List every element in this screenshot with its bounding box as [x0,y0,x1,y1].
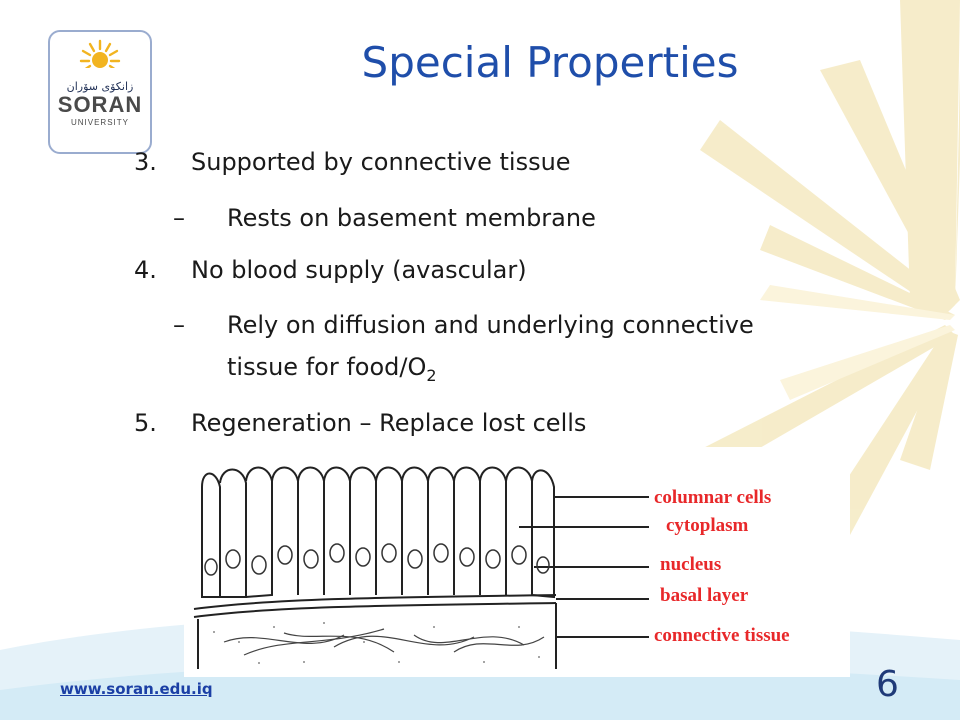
logo-subtitle: UNIVERSITY [70,118,129,127]
label-nucleus: nucleus [660,554,722,575]
subscript: 2 [426,365,437,385]
slide-title: Special Properties [361,38,739,87]
footer-url-link[interactable]: www.soran.edu.iq [60,680,213,698]
slide-number: 6 [876,664,899,705]
bullet-text: Regeneration – Replace lost cells [191,409,587,437]
bullet-number: 4. [134,256,157,284]
university-logo: زانكۆی سۆران SORAN UNIVERSITY [48,30,152,154]
label-columnar-cells: columnar cells [654,487,772,508]
bullet-text: tissue for food/O [227,353,427,381]
logo-name: SORAN [57,92,143,117]
label-connective-tissue: connective tissue [654,625,790,646]
epithelium-diagram: columnar cells cytoplasm nucleus basal l… [184,447,850,677]
bullet-text-continued: tissue for food/O2 [227,353,437,385]
sub-bullet-dash: – [173,204,185,232]
bullet-number: 3. [134,148,157,176]
bullet-number: 5. [134,409,157,437]
label-cytoplasm: cytoplasm [666,515,749,536]
sub-bullet-dash: – [173,311,185,339]
bullet-text: No blood supply (avascular) [191,256,527,284]
columnar-epithelium-drawing [193,466,649,669]
bullet-text: Rests on basement membrane [227,204,596,232]
bullet-text: Rely on diffusion and underlying connect… [227,311,754,339]
university-logo-sun-icon [79,39,121,76]
bullet-text: Supported by connective tissue [191,148,571,176]
logo-arabic-text: زانكۆی سۆران [66,80,134,93]
label-basal-layer: basal layer [660,585,749,606]
